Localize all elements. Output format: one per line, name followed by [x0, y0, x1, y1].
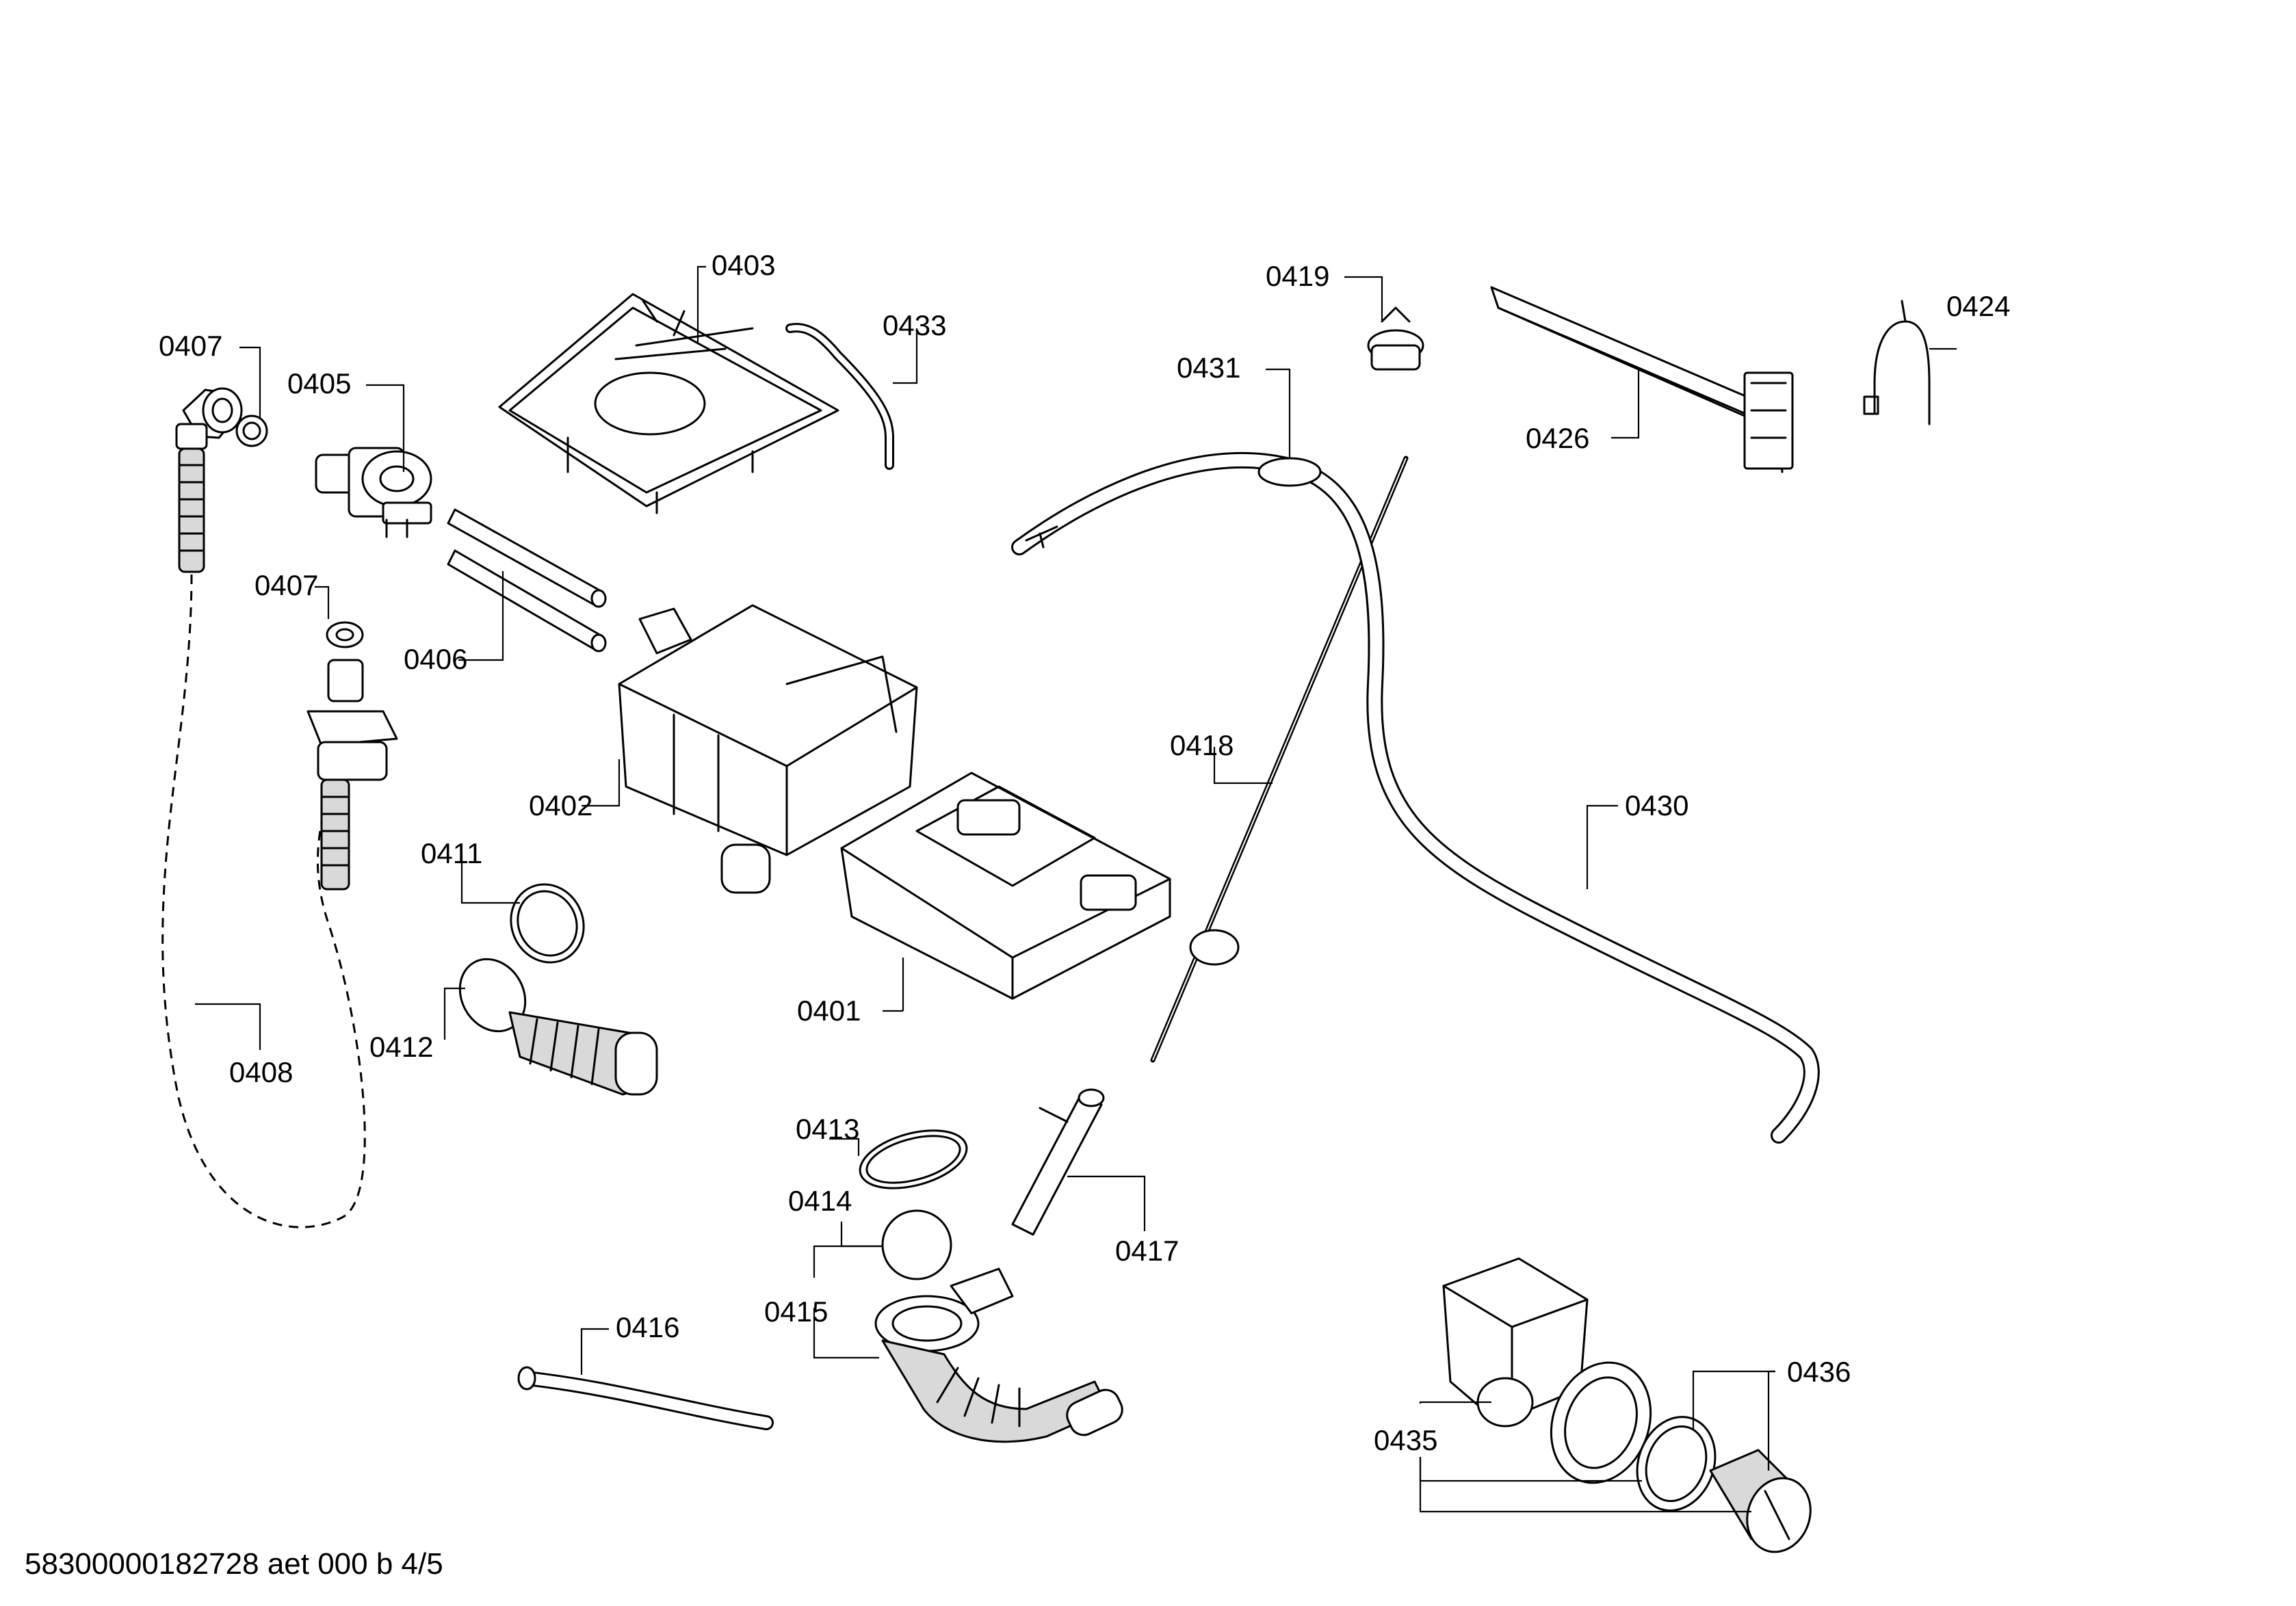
label-0413: 0413	[796, 1113, 859, 1145]
label-0435: 0435	[1374, 1424, 1437, 1456]
bellows-0412	[458, 958, 658, 1096]
label-0416: 0416	[616, 1311, 679, 1343]
filter-0436	[1709, 1449, 1812, 1553]
tube-0430-0431	[1011, 452, 1820, 1144]
component-0417	[1011, 1088, 1105, 1236]
label-0419: 0419	[1266, 260, 1329, 292]
inlet-valve-hose-lower	[306, 621, 398, 891]
inlet-valve-0405	[315, 447, 432, 538]
part-labels: 0403 0433 0407 0405 0407 0406 0402 0411 …	[159, 249, 2010, 1456]
pipes-0406	[447, 508, 607, 653]
label-0433: 0433	[883, 309, 946, 341]
label-0426: 0426	[1526, 422, 1589, 454]
label-0405: 0405	[287, 367, 351, 399]
label-0424: 0424	[1946, 290, 2010, 322]
label-0408: 0408	[229, 1056, 293, 1088]
clip-0424	[1863, 300, 1931, 425]
label-0415: 0415	[764, 1295, 828, 1328]
rail-0426	[1490, 286, 1794, 473]
label-0403: 0403	[712, 249, 775, 281]
hose-0408-dashed	[161, 574, 366, 1228]
seal-0413	[859, 1129, 968, 1189]
document-reference-footer: 58300000182728 aet 000 b 4/5	[25, 1547, 443, 1581]
inlet-elbow-hose-top	[175, 387, 243, 573]
label-0417: 0417	[1115, 1235, 1179, 1267]
label-0407-lower: 0407	[255, 569, 318, 601]
sump-hose-0415	[874, 1267, 1123, 1443]
hose-0416	[517, 1366, 774, 1430]
dispenser-housing-0402	[618, 604, 918, 894]
seal-0411	[510, 883, 585, 964]
label-0430: 0430	[1625, 789, 1688, 821]
label-0418: 0418	[1170, 729, 1234, 761]
label-0431: 0431	[1177, 352, 1240, 384]
label-0407-top: 0407	[159, 330, 222, 362]
label-0436: 0436	[1787, 1356, 1851, 1388]
label-0401: 0401	[797, 995, 861, 1027]
component-0419	[1367, 306, 1424, 371]
label-0402: 0402	[529, 789, 592, 821]
seal-ring-0407-top	[235, 414, 268, 447]
dispenser-cover-0403	[498, 293, 839, 514]
label-0406: 0406	[404, 643, 467, 675]
ball-0414	[881, 1209, 952, 1280]
label-0412: 0412	[369, 1031, 433, 1063]
label-0411: 0411	[421, 837, 482, 869]
dispenser-drawer-0401	[840, 772, 1171, 1000]
leader-lines	[195, 265, 1957, 1513]
drain-pump-0435	[1442, 1257, 1652, 1484]
label-0414: 0414	[788, 1185, 852, 1217]
